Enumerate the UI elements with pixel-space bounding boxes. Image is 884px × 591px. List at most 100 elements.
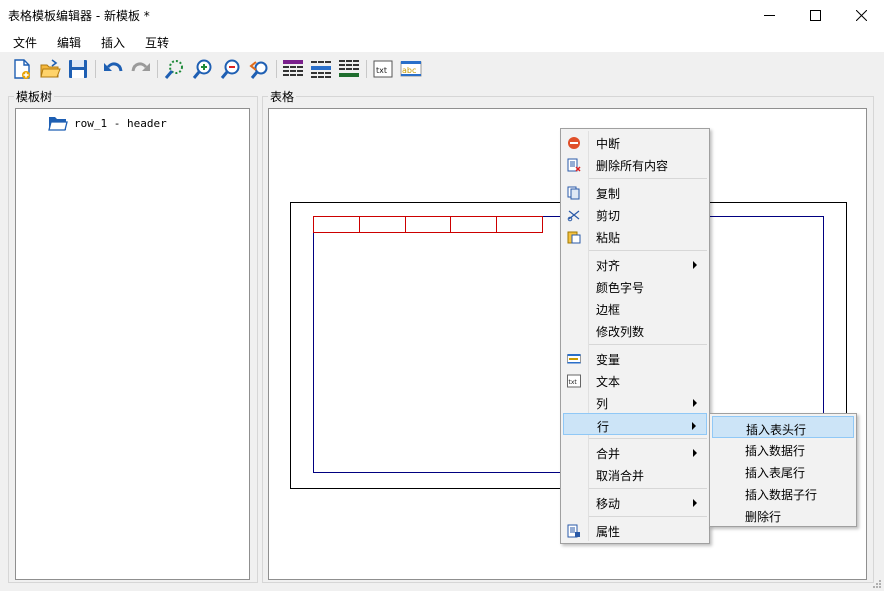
submenu-insert-footer-row[interactable]: 插入表尾行 [745, 466, 806, 480]
menu-item-row[interactable]: 行 [563, 413, 707, 435]
copy-icon [567, 186, 580, 200]
menu-separator [589, 178, 707, 179]
menu-item-paste[interactable]: 粘贴 [563, 225, 707, 247]
header-cell[interactable] [451, 216, 498, 233]
menu-separator [589, 344, 707, 345]
menu-file[interactable]: 文件 [13, 36, 38, 50]
table-footer-button[interactable] [337, 57, 361, 81]
save-button[interactable] [66, 57, 90, 81]
menu-item-cut[interactable]: 剪切 [563, 203, 707, 225]
text-icon: txt [373, 60, 393, 78]
save-icon [69, 60, 87, 78]
zoom-fit-icon [164, 60, 183, 79]
header-cell[interactable] [497, 216, 543, 233]
svg-text:abc: abc [402, 66, 416, 75]
variable-button[interactable]: abc [399, 57, 423, 81]
menu-item-stop[interactable]: 中断 [563, 131, 707, 153]
menu-item-color-font[interactable]: 颜色字号 [596, 281, 645, 295]
template-tree-label: 模板树 [14, 88, 55, 105]
table-label: 表格 [268, 88, 297, 105]
undo-button[interactable] [101, 57, 125, 81]
zoom-reset-button[interactable] [247, 57, 271, 81]
stop-icon [568, 137, 580, 149]
paste-icon [567, 231, 581, 244]
title-bar: 表格模板编辑器 - 新模板 * [0, 0, 884, 30]
menu-convert[interactable]: 互转 [145, 36, 170, 50]
submenu-arrow-icon [693, 449, 697, 457]
svg-text:txt: txt [376, 66, 387, 75]
variable-icon [567, 354, 581, 364]
header-cell[interactable] [313, 216, 360, 233]
menu-item-properties[interactable]: 属性 [563, 519, 707, 541]
maximize-icon [809, 9, 821, 21]
row-submenu: 插入表头行 插入数据行 插入表尾行 插入数据子行 删除行 [709, 413, 857, 527]
header-cell[interactable] [359, 216, 406, 233]
submenu-insert-header-row[interactable]: 插入表头行 [712, 416, 854, 438]
open-folder-icon [40, 59, 61, 78]
menu-item-move[interactable]: 移动 [563, 491, 707, 513]
menu-item-delete-all[interactable]: 删除所有内容 [563, 153, 707, 175]
submenu-delete-row[interactable]: 删除行 [745, 510, 782, 524]
submenu-insert-data-row[interactable]: 插入数据行 [745, 444, 806, 458]
menu-separator [589, 250, 707, 251]
toolbar-separator [157, 60, 158, 78]
menu-item-column-count[interactable]: 修改列数 [596, 325, 645, 339]
redo-button[interactable] [129, 57, 153, 81]
template-tree-group [8, 96, 258, 583]
menu-item-copy[interactable]: 复制 [563, 181, 707, 203]
context-menu: 中断 删除所有内容 复制 剪切 粘贴 对齐 颜色字号 边框 修改列数 变量 tx… [560, 128, 710, 544]
header-row[interactable] [313, 216, 543, 233]
zoom-in-icon [192, 59, 212, 79]
minimize-button[interactable] [746, 0, 792, 30]
zoom-in-button[interactable] [191, 57, 215, 81]
submenu-insert-data-subrow[interactable]: 插入数据子行 [745, 488, 818, 502]
menu-item-variable[interactable]: 变量 [563, 347, 707, 369]
table-header-button[interactable] [281, 57, 305, 81]
redo-icon [131, 62, 150, 72]
new-file-button[interactable] [10, 57, 34, 81]
template-tree[interactable]: row_1 - header [15, 108, 250, 580]
table-data-button[interactable] [309, 57, 333, 81]
delete-all-icon [567, 158, 581, 172]
toolbar-separator [366, 60, 367, 78]
menu-item-column[interactable]: 列 [563, 391, 707, 413]
menu-item-align[interactable]: 对齐 [563, 253, 707, 275]
menu-item-merge[interactable]: 合并 [563, 441, 707, 463]
menu-item-unmerge[interactable]: 取消合并 [596, 469, 645, 483]
minimize-icon [763, 14, 775, 16]
zoom-reset-icon [249, 61, 268, 79]
table-data-icon [311, 61, 331, 78]
submenu-arrow-icon [693, 399, 697, 407]
menu-separator [589, 488, 707, 489]
properties-icon [567, 524, 580, 538]
zoom-out-icon [220, 59, 240, 79]
menu-item-text[interactable]: txt 文本 [567, 374, 621, 389]
close-icon [855, 9, 867, 21]
menu-bar: 文件 编辑 插入 互转 [0, 30, 884, 52]
header-cell[interactable] [405, 216, 452, 233]
close-button[interactable] [838, 0, 884, 30]
menu-separator [589, 516, 707, 517]
zoom-out-button[interactable] [219, 57, 243, 81]
window-title: 表格模板编辑器 - 新模板 * [8, 9, 150, 23]
variable-icon: abc [400, 61, 422, 77]
maximize-button[interactable] [792, 0, 838, 30]
text-button[interactable]: txt [371, 57, 395, 81]
menu-edit[interactable]: 编辑 [57, 36, 82, 50]
zoom-fit-button[interactable] [163, 57, 187, 81]
menu-separator [589, 438, 707, 439]
open-button[interactable] [38, 57, 62, 81]
menu-item-border[interactable]: 边框 [596, 303, 621, 317]
submenu-arrow-icon [692, 422, 696, 430]
menu-insert[interactable]: 插入 [101, 36, 126, 50]
tree-node-row-1[interactable]: row_1 - header [48, 115, 167, 131]
text-icon: txt [567, 374, 581, 388]
table-footer-icon [339, 60, 359, 77]
undo-icon [104, 62, 123, 72]
toolbar-separator [95, 60, 96, 78]
folder-open-icon [48, 117, 68, 131]
submenu-arrow-icon [693, 261, 697, 269]
cut-icon [567, 210, 580, 222]
toolbar-separator [276, 60, 277, 78]
resize-grip-icon[interactable] [872, 579, 882, 589]
